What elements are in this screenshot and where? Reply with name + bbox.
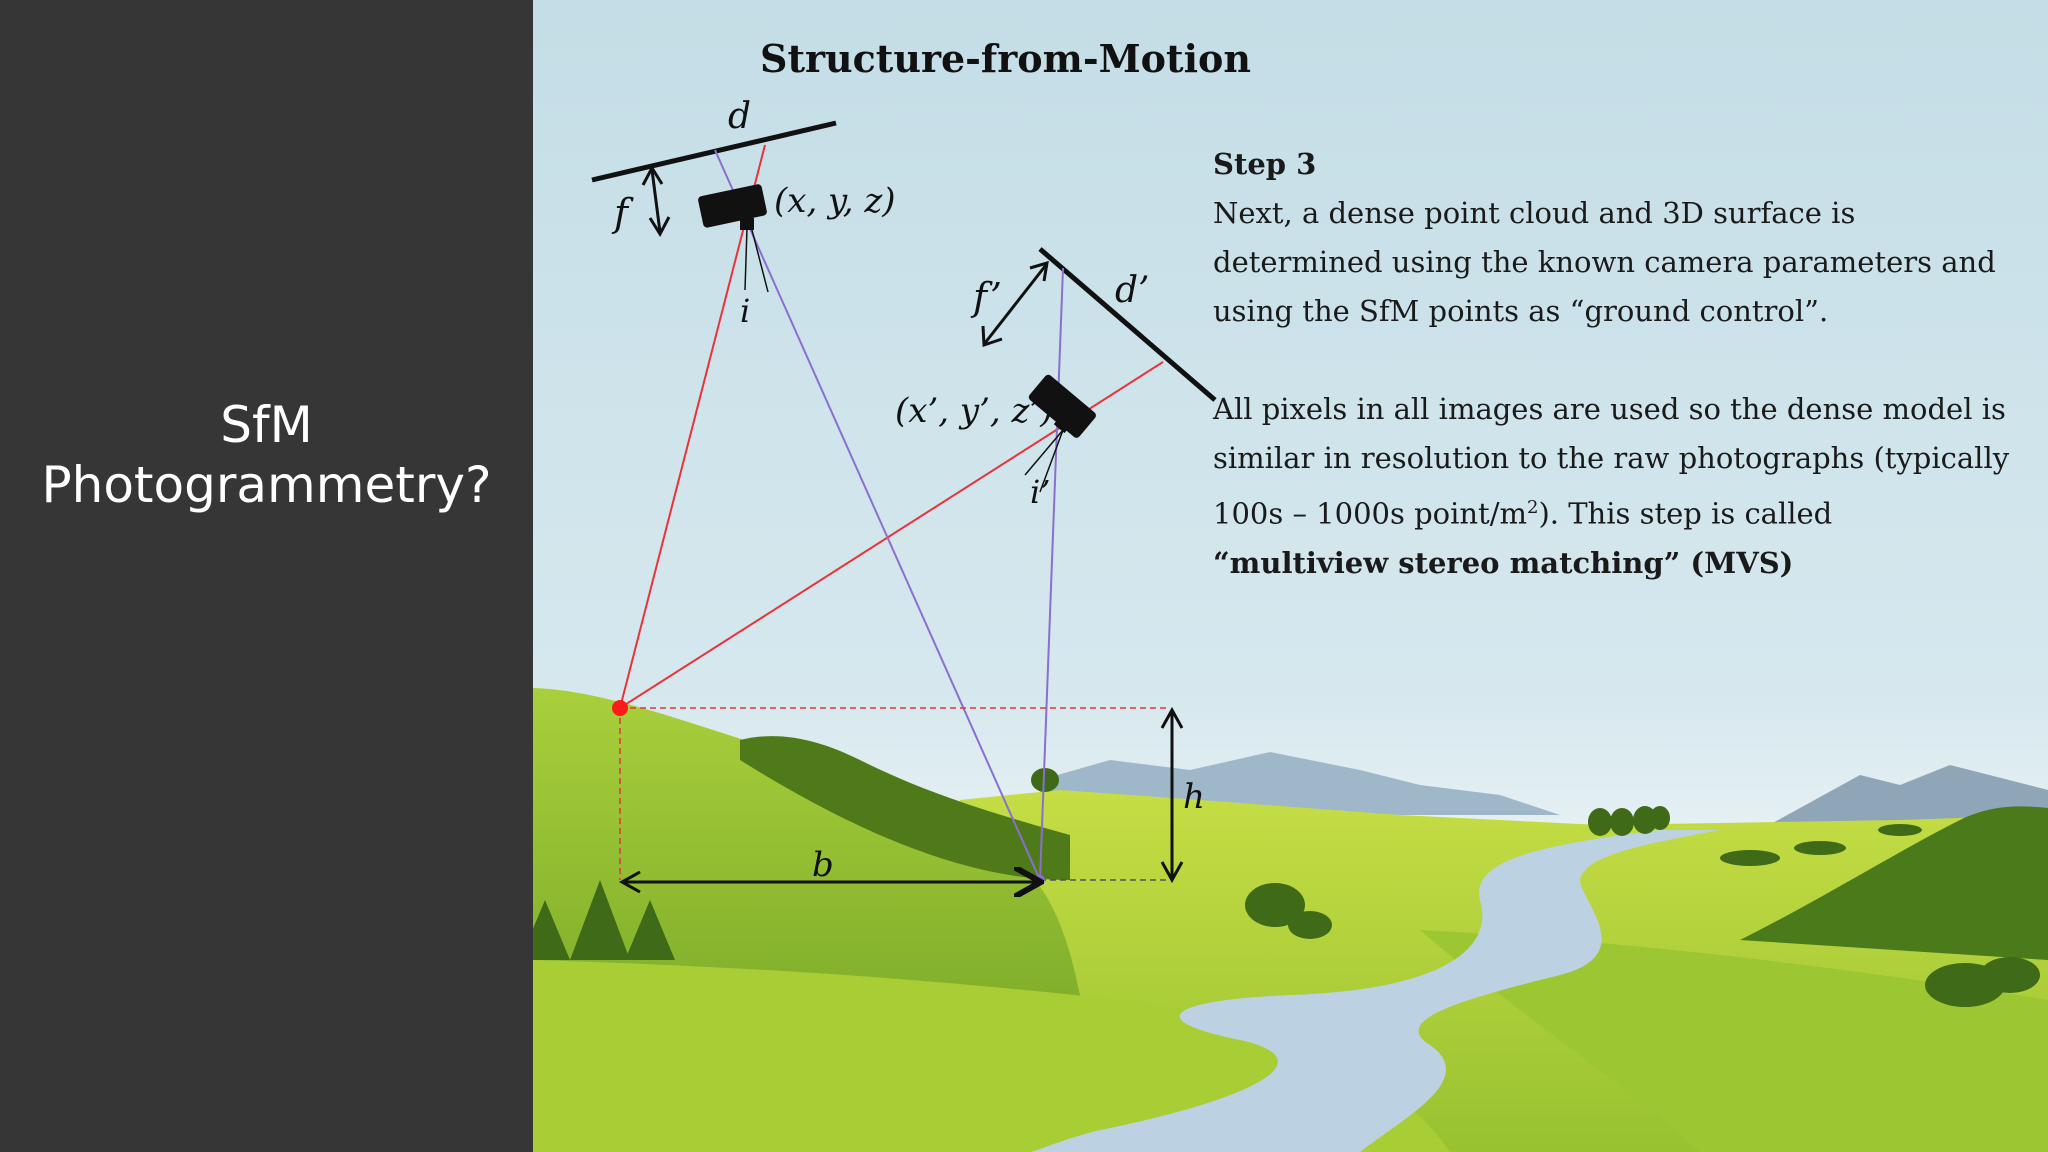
focal-arrowhead-top xyxy=(641,164,664,186)
height-arrowhead-top xyxy=(1160,706,1184,729)
incidence-arrow-i-prime xyxy=(1024,429,1064,476)
camera-2-icon xyxy=(1028,374,1096,438)
focal-arrow-f-prime xyxy=(983,264,1048,344)
paragraph-2: All pixels in all images are used so the… xyxy=(1213,385,2013,588)
side-panel: SfM Photogrammetry? xyxy=(0,0,533,1152)
tree-cluster xyxy=(533,768,2040,1007)
focal-prime-arrowhead-bottom xyxy=(981,325,1003,348)
sensor-line-d xyxy=(591,120,837,183)
step-label: Step 3 xyxy=(1213,147,1317,181)
height-arrowhead-bottom xyxy=(1160,861,1184,884)
focal-prime-arrowhead-top xyxy=(1029,260,1049,282)
river xyxy=(1030,830,1720,1152)
side-title-line1: SfM xyxy=(220,396,313,454)
label-f-prime: f’ xyxy=(970,275,1002,319)
label-i: i xyxy=(740,292,750,330)
ground-point xyxy=(612,700,628,716)
slide-title: Structure-from-Motion xyxy=(760,36,1251,81)
incidence-arrow-i-2 xyxy=(751,229,769,293)
camera-1-icon xyxy=(698,184,767,230)
side-title-line2: Photogrammetry? xyxy=(41,456,492,514)
right-meadow xyxy=(1420,930,2048,1152)
focal-arrowhead-bottom xyxy=(648,216,671,238)
baseline-arrowhead-left xyxy=(618,870,641,894)
right-dark-hill xyxy=(1740,806,2048,960)
ray-purple-1 xyxy=(714,149,1041,881)
landscape-diagram: d f (x, y, z) i f’ d’ (x’, y’, z’) i’ b … xyxy=(533,0,2048,1152)
label-b: b xyxy=(812,845,834,885)
slide-area: d f (x, y, z) i f’ d’ (x’, y’, z’) i’ b … xyxy=(533,0,2048,1152)
ray-red-1a xyxy=(619,214,748,709)
incidence-arrow-i xyxy=(744,227,748,291)
paragraph-2-bold: “multiview stereo matching” (MVS) xyxy=(1213,545,1794,580)
focal-arrow-f xyxy=(650,169,662,233)
paragraph-1: Next, a dense point cloud and 3D surface… xyxy=(1213,196,1996,328)
ray-purple-2 xyxy=(1039,267,1064,881)
mid-dark-hill xyxy=(740,736,1070,880)
label-d: d xyxy=(728,96,751,137)
label-i-prime: i’ xyxy=(1030,473,1050,511)
incidence-arrow-i-prime-2 xyxy=(1039,429,1064,493)
paragraph-2-sup: 2 xyxy=(1526,497,1539,518)
paragraph-2-mid: ). This step is called xyxy=(1538,496,1833,531)
sensor-line-d-prime xyxy=(1038,247,1217,402)
label-xyz-prime: (x’, y’, z’) xyxy=(895,391,1053,431)
paragraph-2-prefix: All pixels in all images are used so the… xyxy=(1213,392,2010,531)
text-block: Step 3 Next, a dense point cloud and 3D … xyxy=(1213,140,2013,588)
label-xyz: (x, y, z) xyxy=(774,181,896,221)
baseline-arrowhead-right xyxy=(1021,870,1044,894)
label-h: h xyxy=(1183,777,1205,817)
label-d-prime: d’ xyxy=(1115,270,1150,311)
side-panel-title: SfM Photogrammetry? xyxy=(0,395,533,515)
